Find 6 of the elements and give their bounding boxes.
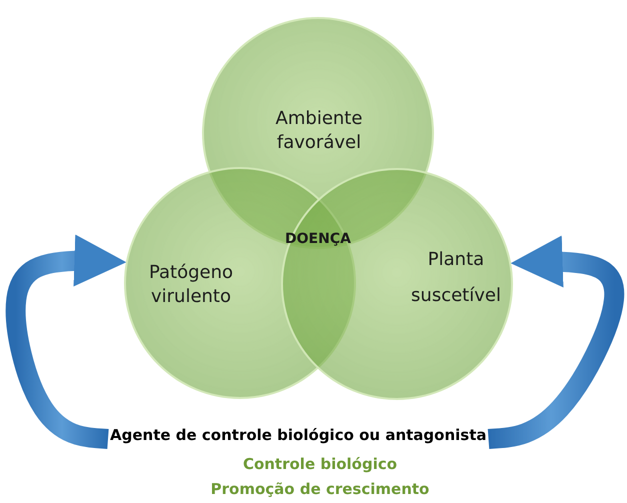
- circle-label: Ambiente favorável: [274, 107, 364, 156]
- subtitle-text: Promoção de crescimento: [210, 480, 430, 498]
- subtitle-text: Controle biológico: [242, 455, 398, 473]
- circle-label: Patógeno virulento: [148, 261, 234, 310]
- agent-text: Agente de controle biológico ou antagonista: [110, 426, 486, 444]
- circle-label: Planta suscetível: [410, 248, 502, 308]
